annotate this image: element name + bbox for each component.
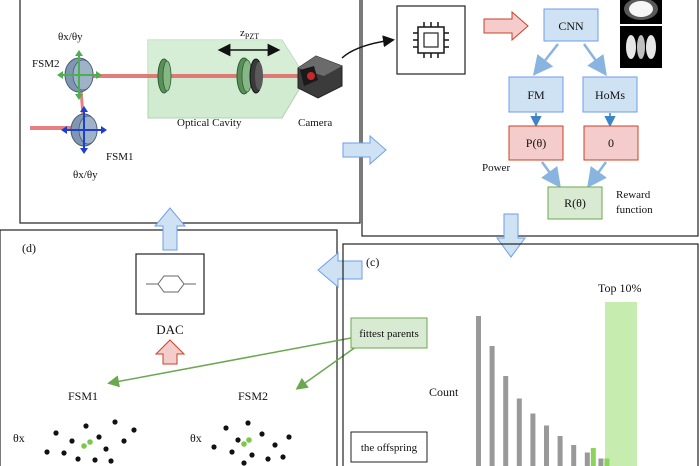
fsm1-selected-dots [81, 439, 93, 449]
histogram-bar-selected [604, 458, 610, 466]
theta-x-label-1: θx [13, 431, 25, 445]
histogram-bar [489, 346, 495, 466]
theta-x-label-2: θx [190, 431, 202, 445]
histogram-bar [598, 458, 604, 466]
dac-icon [135, 253, 205, 315]
fsm2-population-label: FSM2 [238, 389, 268, 403]
offspring-box [350, 431, 428, 463]
network-to-selection-arrow [496, 213, 526, 258]
histogram-bars [476, 316, 610, 466]
fsm1-mirror [61, 106, 107, 154]
histogram-bar [557, 436, 563, 466]
histogram-bar [584, 452, 590, 466]
zero-value: 0 [608, 136, 614, 150]
reward-value: R(θ) [564, 196, 586, 210]
selection-to-dac-arrow [317, 251, 363, 289]
mode-image-fundamental [620, 0, 662, 24]
reward-label-line2: function [616, 204, 653, 216]
optics-to-network-arrow [342, 134, 387, 166]
histogram-bar [503, 376, 509, 466]
homs-box [582, 76, 638, 113]
optical-cavity-label: Optical Cavity [177, 117, 242, 129]
fsm2-mirror [57, 50, 102, 100]
reward-box [547, 186, 603, 220]
reward-label-line1: Reward [616, 189, 651, 201]
fsm2-population-dots [211, 420, 292, 466]
panel-label-d: (d) [22, 241, 36, 255]
camera-to-chip-arrow [341, 35, 395, 59]
cnn-box [543, 8, 599, 42]
histogram-bar [571, 445, 577, 466]
dac-to-optics-arrow [153, 207, 187, 251]
panel-selection [342, 243, 699, 466]
top-10-percent-band [605, 302, 637, 466]
offspring-label: the offspring [361, 442, 418, 454]
camera-icon [297, 55, 343, 99]
camera-label: Camera [298, 117, 332, 129]
dac-label: DAC [156, 322, 183, 337]
histogram-bar [544, 425, 549, 466]
theta-label-bottom: θx/θy [73, 169, 98, 181]
histogram-bar [476, 316, 481, 466]
fsm-to-dac-arrow [154, 339, 186, 365]
histogram-bar [530, 413, 536, 466]
homs-label: HoMs [595, 88, 625, 102]
zpzt-label: zPZT [240, 27, 259, 41]
fittest-parents-label: fittest parents [359, 328, 419, 340]
top-10-percent-label: Top 10% [598, 281, 642, 295]
panel-network [361, 0, 699, 237]
fsm2-selected-dots [241, 437, 252, 447]
fm-label: FM [527, 88, 545, 102]
histogram-bar [516, 398, 522, 466]
power-value-box [508, 125, 564, 161]
fsm2-label: FSM2 [32, 58, 60, 70]
fsm1-label: FSM1 [106, 151, 134, 163]
power-label: Power [482, 162, 510, 174]
power-value: P(θ) [526, 136, 546, 150]
panel-optics [19, 0, 361, 224]
fittest-parents-box [350, 317, 428, 349]
fsm1-population-label: FSM1 [68, 389, 98, 403]
zero-value-box [583, 125, 639, 161]
fittest-to-fsm2-arrow [295, 343, 361, 390]
cavity-lens-left [157, 58, 172, 94]
count-axis-label: Count [429, 385, 459, 399]
cavity-lens-right [236, 57, 263, 95]
chip-icon [396, 5, 466, 75]
chip-to-cnn-arrow [483, 10, 529, 42]
histogram-bar-selected [590, 448, 596, 466]
theta-label-top: θx/θy [58, 31, 83, 43]
mode-image-higher-order [620, 26, 662, 68]
panel-label-c: (c) [366, 255, 379, 269]
cnn-label: CNN [558, 19, 584, 33]
fm-box [508, 76, 564, 113]
fsm1-population-dots [44, 419, 137, 464]
fittest-to-fsm1-arrow [107, 337, 352, 388]
